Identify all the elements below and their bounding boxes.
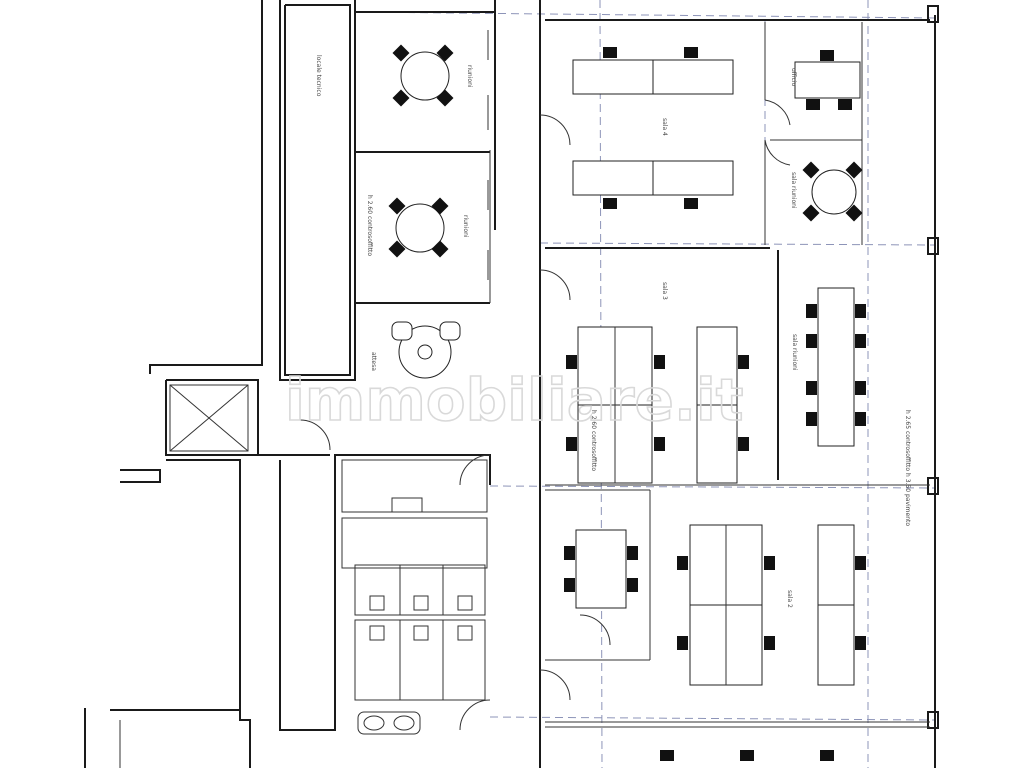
desks-sala-riunioni-mid	[806, 287, 866, 447]
waiting-area-table	[391, 321, 461, 379]
label-archivio-height: h 2.60 controsoffitto	[366, 195, 373, 256]
label-sala-2: sala 2	[786, 590, 793, 608]
meeting-table-3	[802, 161, 863, 222]
label-sala-riunioni-mid: sala riunioni	[791, 334, 798, 371]
meeting-table-1	[392, 44, 454, 107]
watermark-logo: immobiliare.it	[285, 366, 743, 434]
desks-sala-2	[564, 524, 866, 761]
label-sala-4: sala 4	[661, 118, 668, 136]
office-partitions	[545, 22, 930, 728]
label-sala-riunioni-top: sala riunioni	[790, 172, 797, 209]
label-sala-3: sala 3	[661, 282, 668, 300]
label-ufficio: ufficio	[790, 68, 797, 87]
building-walls	[84, 0, 939, 768]
label-altezza-dx: h 2.65 controsoffitto h 3.50 pavimento	[904, 410, 911, 526]
desks-ufficio	[794, 50, 861, 110]
meeting-room-walls	[355, 30, 491, 304]
label-sala-tecnica: locale tecnico	[315, 55, 322, 97]
room-labels: locale tecnico riunioni riunioni h 2.60 …	[315, 55, 911, 608]
label-riunioni-2: riunioni	[462, 215, 469, 238]
desks-sala-3	[566, 326, 749, 484]
label-attesa: attesa	[370, 352, 377, 371]
meeting-table-2	[388, 197, 449, 258]
door-swings	[299, 99, 791, 731]
desks-sala-4	[572, 47, 734, 209]
restroom-block	[341, 459, 488, 735]
label-altezza-center: h 2.60 controsoffitto	[590, 410, 597, 471]
label-riunioni-1: riunioni	[466, 65, 473, 88]
